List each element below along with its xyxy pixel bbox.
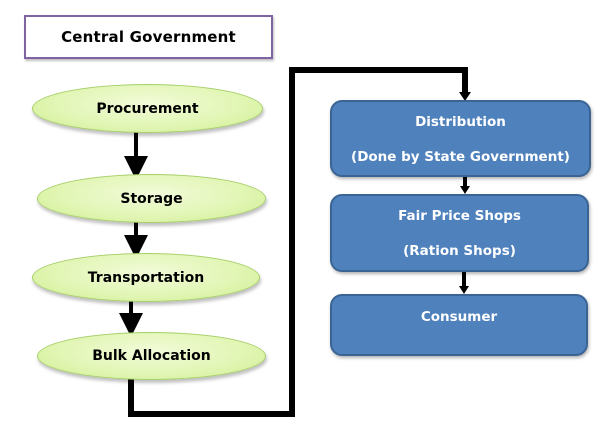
step-label: Storage (120, 190, 183, 207)
arrow-distribution-to-shops-head (460, 186, 470, 194)
step-title: Fair Price Shops (398, 208, 521, 224)
step-label: Bulk Allocation (92, 348, 211, 364)
central-government-header: Central Government (24, 15, 273, 59)
step-subtitle: (Ration Shops) (403, 243, 516, 259)
step-fair-price-shops: Fair Price Shops (Ration Shops) (330, 194, 589, 272)
step-subtitle: (Done by State Government) (351, 149, 570, 165)
step-storage: Storage (37, 174, 266, 223)
step-bulk-allocation: Bulk Allocation (37, 332, 266, 380)
step-consumer: Consumer (330, 294, 588, 356)
step-procurement: Procurement (32, 84, 263, 133)
step-label: Procurement (96, 100, 199, 117)
step-label: Transportation (87, 269, 205, 286)
step-title: Consumer (420, 309, 498, 325)
step-title: Distribution (415, 114, 506, 130)
arrow-shops-to-consumer-head (459, 286, 469, 294)
connector-arrowhead (459, 92, 471, 101)
central-government-label: Central Government (61, 28, 236, 46)
connector-bulk-to-distribution (128, 67, 468, 417)
step-distribution: Distribution (Done by State Government) (330, 100, 591, 177)
step-transportation: Transportation (32, 253, 260, 302)
